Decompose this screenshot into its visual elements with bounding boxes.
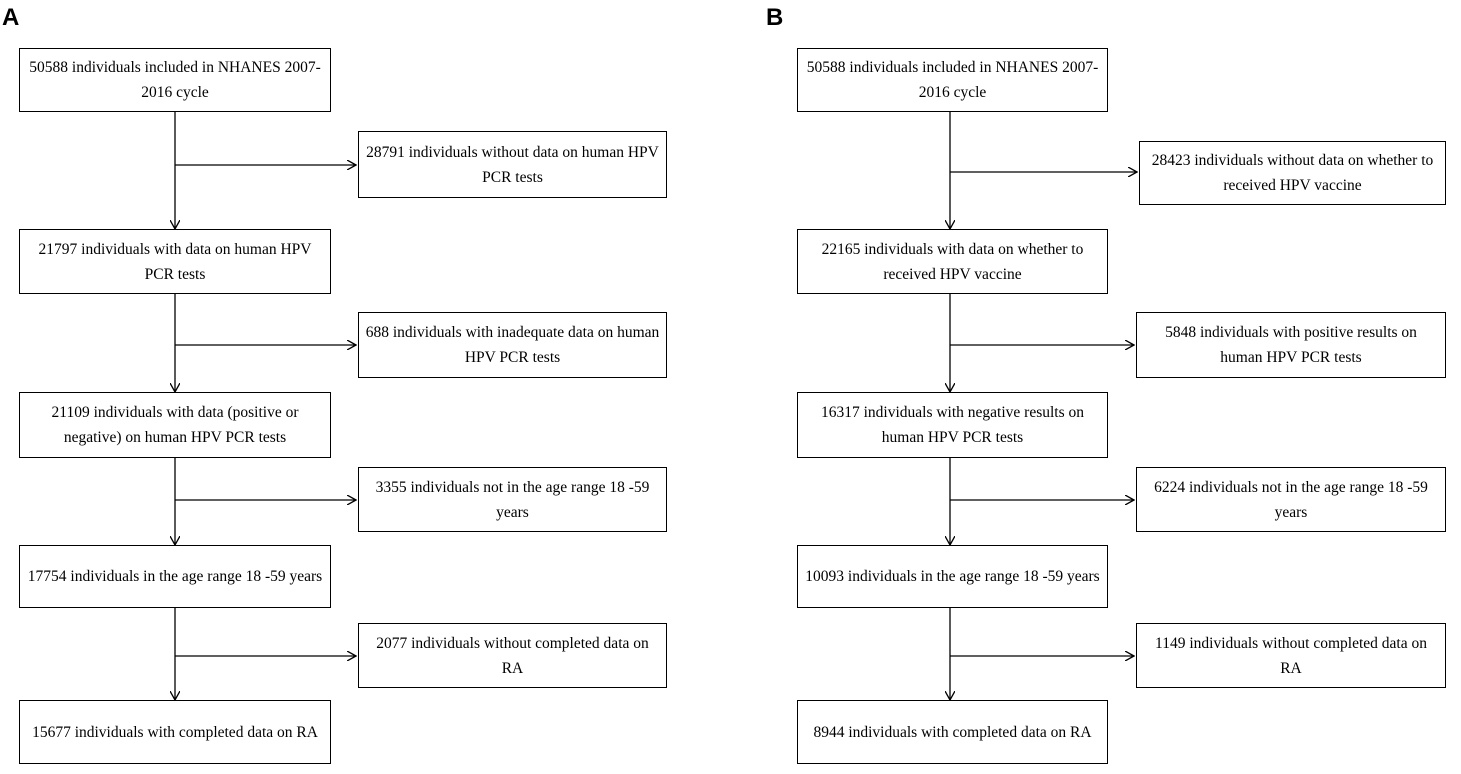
exclusion-box-a-4: 2077 individuals without completed data …: [358, 623, 667, 688]
panel-label-b: B: [766, 4, 784, 31]
exclusion-box-a-1: 28791 individuals without data on human …: [358, 131, 667, 198]
main-box-a-3: 21109 individuals with data (positive or…: [19, 392, 331, 458]
main-box-a-1: 50588 individuals included in NHANES 200…: [19, 48, 331, 112]
exclusion-box-b-3: 6224 individuals not in the age range 18…: [1136, 467, 1446, 532]
exclusion-box-b-2: 5848 individuals with positive results o…: [1136, 312, 1446, 378]
main-box-a-4: 17754 individuals in the age range 18 -5…: [19, 545, 331, 608]
exclusion-box-b-1: 28423 individuals without data on whethe…: [1139, 141, 1446, 205]
main-box-b-5: 8944 individuals with completed data on …: [797, 700, 1108, 764]
main-box-a-5: 15677 individuals with completed data on…: [19, 700, 331, 764]
exclusion-box-a-3: 3355 individuals not in the age range 18…: [358, 467, 667, 532]
exclusion-box-a-2: 688 individuals with inadequate data on …: [358, 312, 667, 378]
main-box-b-1: 50588 individuals included in NHANES 200…: [797, 48, 1108, 112]
main-box-a-2: 21797 individuals with data on human HPV…: [19, 229, 331, 294]
panel-label-a: A: [2, 4, 20, 31]
exclusion-box-b-4: 1149 individuals without completed data …: [1136, 623, 1446, 688]
main-box-b-2: 22165 individuals with data on whether t…: [797, 229, 1108, 294]
main-box-b-4: 10093 individuals in the age range 18 -5…: [797, 545, 1108, 608]
main-box-b-3: 16317 individuals with negative results …: [797, 392, 1108, 458]
